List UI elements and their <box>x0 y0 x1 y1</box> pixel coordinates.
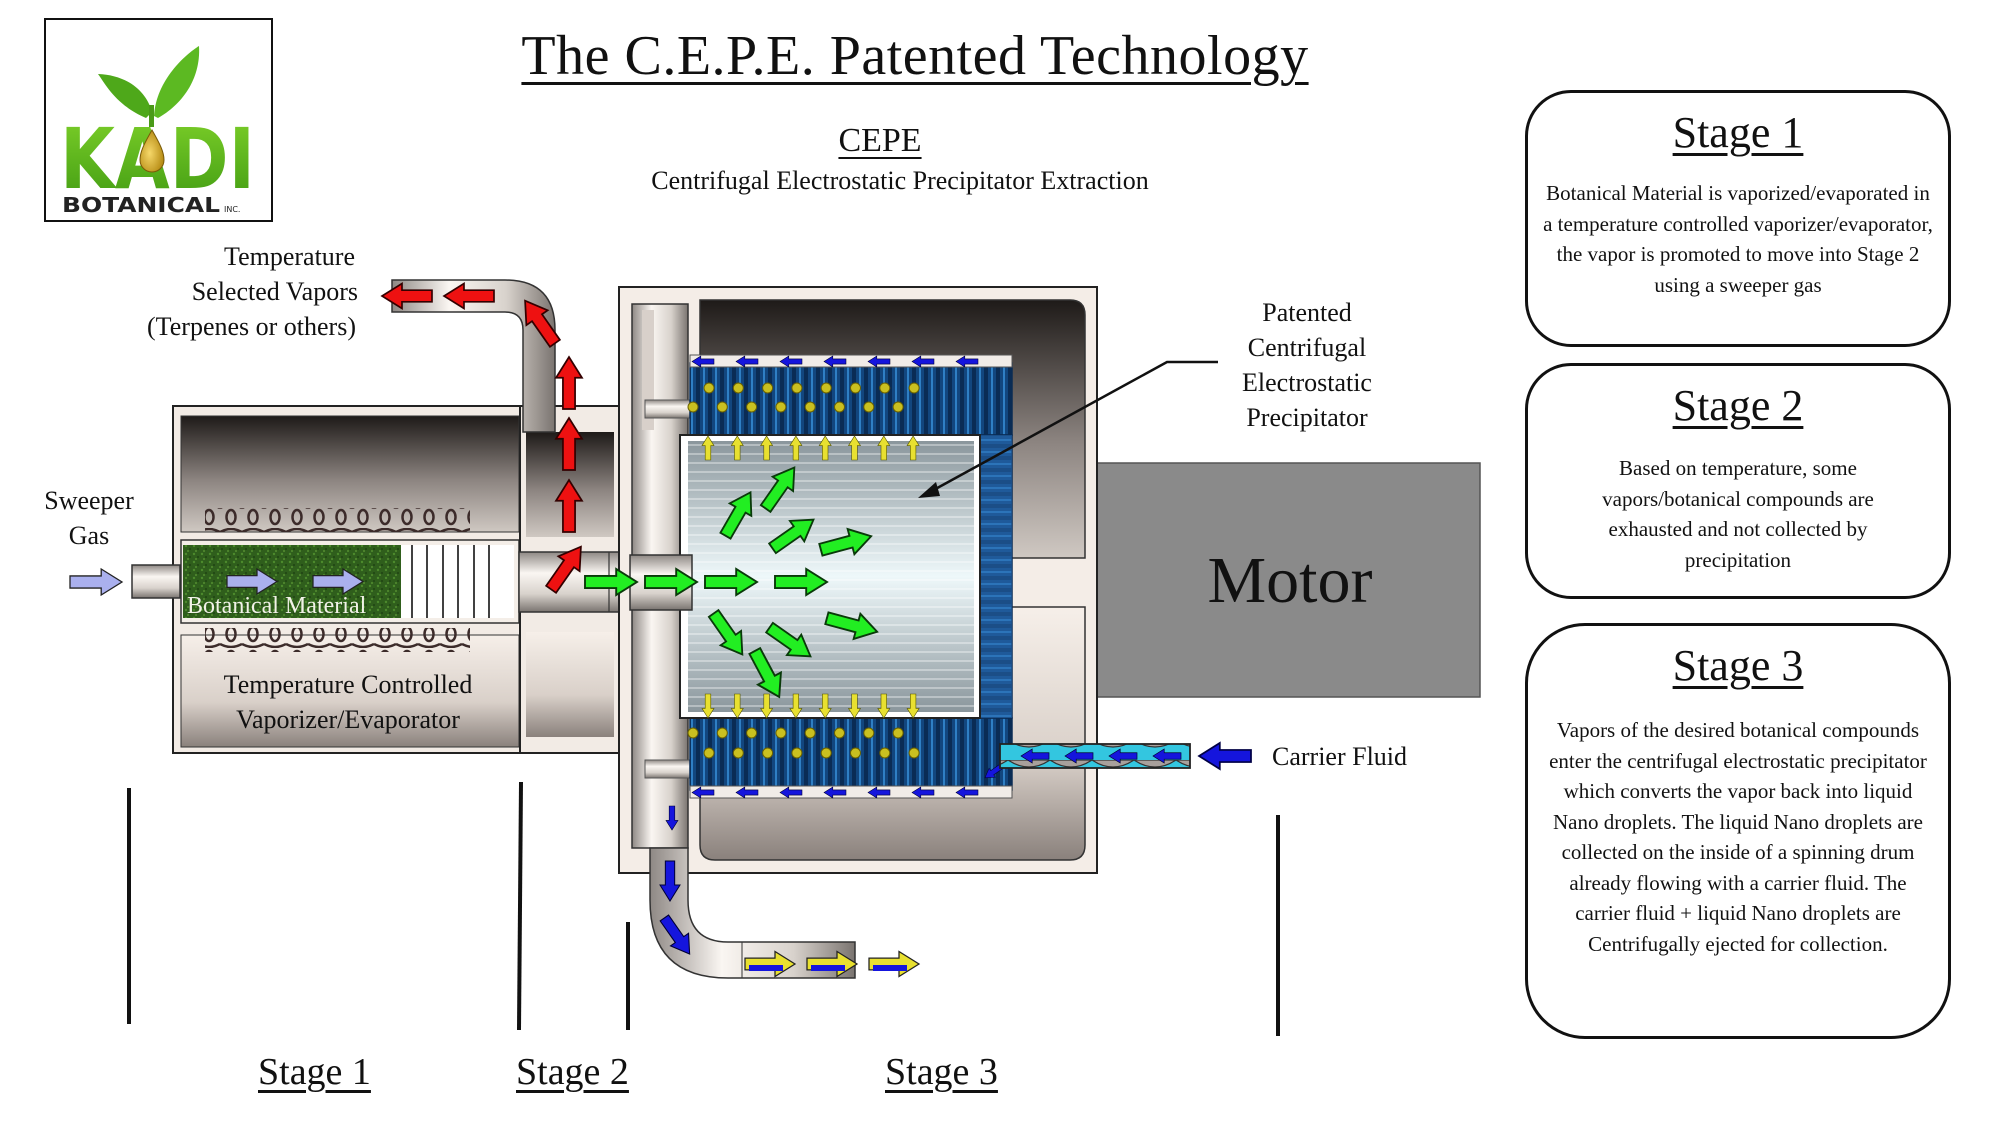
vapors-out-label-line2: Selected Vapors <box>192 277 358 306</box>
nano-droplet <box>834 727 845 739</box>
red-arrow-icon <box>555 356 583 410</box>
nano-droplet <box>716 727 728 739</box>
nano-droplet <box>762 747 774 759</box>
sweeper-gas-label-line2: Gas <box>69 521 109 550</box>
stage-footer-1-text: Stage 1 <box>258 1051 371 1093</box>
outlet-arrow-icon <box>868 950 920 978</box>
leaf-icon <box>98 74 152 118</box>
stage-footer-2-text: Stage 2 <box>516 1051 629 1093</box>
outlet-arrow-top <box>868 950 920 978</box>
heating-coil-top <box>205 508 470 532</box>
nano-droplet <box>908 747 920 759</box>
nano-droplet <box>746 727 758 739</box>
nano-droplet <box>850 747 861 759</box>
nano-droplet <box>791 747 803 759</box>
nano-droplet <box>716 401 728 413</box>
subtitle: Centrifugal Electrostatic Precipitator E… <box>651 166 1149 195</box>
stage-3-title: Stage 3 <box>1528 640 1948 691</box>
stage-3-title-text: Stage 3 <box>1672 641 1804 690</box>
logo-graphic: KADI BOTANICAL INC. <box>60 46 255 217</box>
stage-2-title: Stage 2 <box>1528 380 1948 431</box>
stage-footer-3: Stage 3 <box>885 1050 998 1094</box>
outlet-arrow-icon <box>806 950 858 978</box>
motor-label: Motor <box>1208 544 1373 617</box>
oil-drop-icon <box>139 128 165 173</box>
carrier-fluid-arrow-icon <box>1198 742 1252 770</box>
stage-footer-1: Stage 1 <box>258 1050 371 1094</box>
nano-droplet <box>703 747 715 759</box>
botanical-material-bed <box>183 545 401 618</box>
carrier-fluid-inlet: Carrier Fluid <box>999 742 1407 771</box>
vaporizer-label-line2: Vaporizer/Evaporator <box>236 705 460 734</box>
page-title: The C.E.P.E. Patented Technology <box>420 24 1410 88</box>
precipitator-label-line4: Precipitator <box>1246 403 1368 432</box>
stage-footer-3-text: Stage 3 <box>885 1051 998 1093</box>
sweeper-gas-inlet-pipe <box>131 564 181 599</box>
sweeper-gas-label-line1: Sweeper <box>44 486 134 515</box>
nano-droplet <box>879 747 891 759</box>
nano-droplet <box>687 401 699 413</box>
nano-droplet <box>804 401 816 413</box>
nano-droplet <box>863 727 875 739</box>
heating-coil-bottom <box>205 628 470 652</box>
stage-3-description: Vapors of the desired botanical compound… <box>1549 718 1927 956</box>
stage-1-card: Stage 1 Botanical Material is vaporized/… <box>1525 90 1951 347</box>
nano-droplet <box>732 747 744 759</box>
acronym-text: CEPE <box>838 122 922 159</box>
nano-droplet <box>804 727 816 739</box>
nano-droplet <box>687 727 699 739</box>
stage-dividers <box>127 781 1280 1036</box>
nano-droplet <box>762 382 774 394</box>
precipitator-pointer <box>918 360 1218 498</box>
nano-droplet <box>863 401 875 413</box>
stage-footer-2: Stage 2 <box>516 1050 629 1094</box>
stage-1-description: Botanical Material is vaporized/evaporat… <box>1543 181 1933 297</box>
stage-divider <box>517 781 523 1031</box>
stage-1-title: Stage 1 <box>1528 107 1948 158</box>
vapors-out-label-line1: Temperature <box>224 242 355 271</box>
collector-fins-top <box>689 362 1013 436</box>
carrier-fluid-label: Carrier Fluid <box>1272 742 1407 771</box>
acronym-heading: CEPE <box>780 122 980 160</box>
nano-droplet <box>746 401 758 413</box>
vaporizer-label-line1: Temperature Controlled <box>224 670 473 699</box>
stage-3-card: Stage 3 Vapors of the desired botanical … <box>1525 623 1951 1039</box>
nano-droplet <box>892 727 904 739</box>
stage-2-card: Stage 2 Based on temperature, some vapor… <box>1525 363 1951 599</box>
precipitator-label-line2: Centrifugal <box>1248 333 1366 362</box>
page-title-text: The C.E.P.E. Patented Technology <box>521 25 1309 87</box>
logo-subbrand-text: BOTANICAL <box>62 193 220 217</box>
nano-droplet <box>775 727 787 739</box>
precipitator-label-line3: Electrostatic <box>1242 368 1372 397</box>
botanical-material-label: Botanical Material <box>187 593 367 619</box>
nano-droplet <box>791 382 803 394</box>
stage-2-title-text: Stage 2 <box>1672 381 1804 430</box>
filter-screen <box>411 545 490 618</box>
precipitator-label-line1: Patented <box>1262 298 1352 327</box>
kadi-botanical-logo: KADI BOTANICAL INC. <box>44 18 273 222</box>
logo-suffix-text: INC. <box>224 205 240 214</box>
stage-1-title-text: Stage 1 <box>1672 108 1804 157</box>
outlet-arrow-icon <box>744 950 796 978</box>
nano-droplet <box>892 401 904 413</box>
nano-droplet <box>820 382 832 394</box>
nano-droplet <box>732 382 744 394</box>
nano-droplet <box>775 401 787 413</box>
nano-droplet <box>879 382 891 394</box>
nano-droplet <box>908 382 920 394</box>
sweeper-gas-arrow-icon <box>69 568 123 596</box>
nano-droplet <box>820 747 832 759</box>
vaporizer-evaporator: Botanical Material Temperature Controlle… <box>131 405 526 754</box>
nano-droplet <box>703 382 715 394</box>
nano-droplet <box>834 401 845 413</box>
vapor-exhaust-section <box>381 279 696 754</box>
vapors-out-label-line3: (Terpenes or others) <box>147 312 356 341</box>
nano-droplets <box>687 382 920 759</box>
product-outlet <box>649 847 920 979</box>
stage-2-description: Based on temperature, some vapors/botani… <box>1602 456 1874 572</box>
leaf-icon <box>154 46 200 118</box>
nano-droplet <box>850 382 861 394</box>
